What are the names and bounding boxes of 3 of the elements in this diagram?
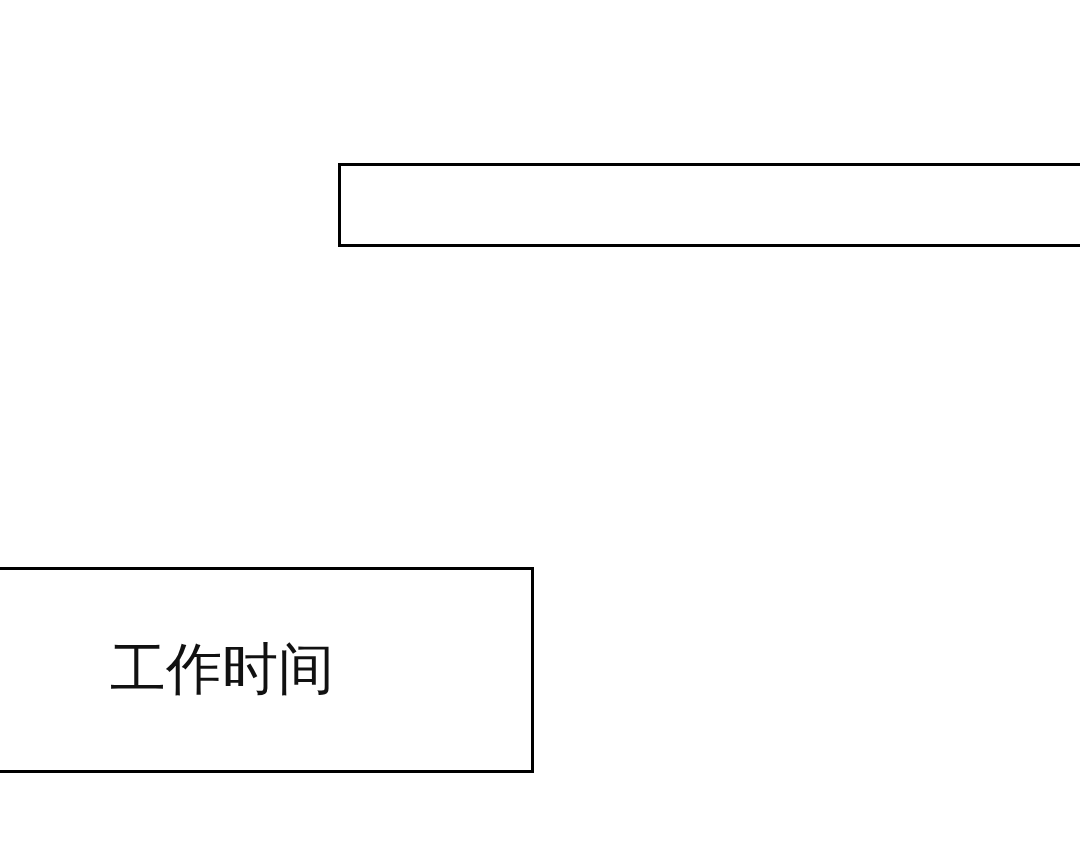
box-outline	[338, 163, 1080, 247]
label-box	[0, 567, 534, 773]
box-label: 工作时间	[110, 635, 334, 703]
